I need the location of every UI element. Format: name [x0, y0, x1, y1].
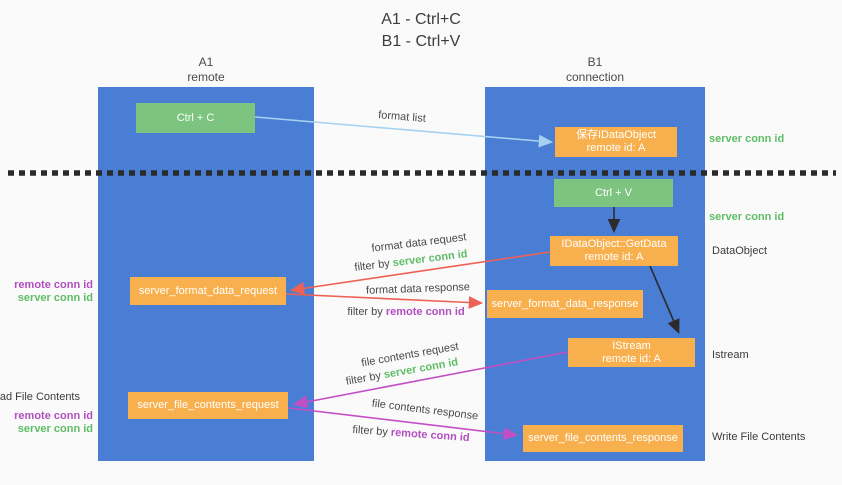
filter-by-text: filter by	[344, 369, 382, 388]
server-conn-id-right-mid: server conn id	[709, 211, 785, 223]
server-file-contents-response-label: server_file_contents_response	[528, 432, 678, 444]
getdata-line2: remote id: A	[584, 251, 644, 263]
remote-conn-id-text: remote conn id	[390, 426, 470, 445]
istream-line1: IStream	[612, 339, 651, 352]
format-data-response-label: format data response	[365, 281, 471, 297]
read-file-contents-label: Read File Contents	[0, 391, 80, 403]
istream-side-label: Istream	[712, 349, 749, 361]
remote-conn-id-text: remote conn id	[385, 306, 465, 318]
format-list-label: format list	[377, 109, 427, 125]
server-file-contents-response-box: server_file_contents_response	[523, 425, 683, 452]
remote-conn-id-left-1: remote conn id	[14, 279, 93, 291]
title-line-1: A1 - Ctrl+C	[381, 11, 461, 28]
server-format-data-response-label: server_format_data_response	[491, 297, 639, 310]
server-file-contents-request-box: server_file_contents_request	[128, 392, 288, 419]
filter-by-text: filter by	[347, 306, 383, 318]
column-header-a1: A1 remote	[98, 55, 314, 85]
column-a1-name: A1	[198, 55, 214, 69]
column-a1-role: remote	[187, 70, 225, 84]
server-format-data-request-label: server_format_data_request	[138, 284, 278, 297]
dataobject-label: DataObject	[712, 245, 768, 257]
filter-by-remote-conn-id-label-2: filter by remote conn id	[352, 424, 470, 444]
column-header-b1: B1 connection	[485, 55, 705, 85]
column-b1-name: B1	[587, 55, 603, 69]
ctrl-c-box: Ctrl + C	[136, 103, 255, 133]
ctrl-v-box: Ctrl + V	[554, 179, 673, 207]
column-b1-role: connection	[565, 70, 625, 84]
save-dataobject-line2: remote id: A	[586, 142, 646, 154]
server-format-data-response-box: server_format_data_response	[487, 290, 643, 318]
istream-box: IStream remote id: A	[568, 338, 695, 367]
write-file-contents-label: Write File Contents	[712, 431, 806, 443]
filter-by-server-conn-id-label-1: filter by server conn id	[354, 248, 468, 274]
filter-by-remote-conn-id-label-1: filter by remote conn id	[347, 306, 464, 318]
ctrl-v-label: Ctrl + V	[595, 186, 632, 199]
server-file-contents-request-label: server_file_contents_request	[137, 399, 279, 411]
istream-line2: remote id: A	[602, 352, 661, 365]
title-line-2: B1 - Ctrl+V	[381, 33, 461, 50]
save-dataobject-box: 保存IDataObject remote id: A	[555, 127, 677, 157]
ctrl-c-label: Ctrl + C	[176, 111, 215, 124]
getdata-line1: IDataObject::GetData	[561, 238, 667, 250]
server-format-data-request-box: server_format_data_request	[130, 277, 286, 305]
remote-conn-id-left-2: remote conn id	[14, 410, 93, 422]
file-contents-response-label: file contents response	[371, 397, 479, 423]
server-conn-id-text: server conn id	[392, 248, 469, 270]
server-conn-id-left-2: server conn id	[17, 423, 93, 435]
server-conn-id-right-top: server conn id	[709, 133, 785, 145]
filter-by-text: filter by	[353, 257, 391, 274]
getdata-box: IDataObject::GetData remote id: A	[550, 236, 678, 266]
server-conn-id-left-1: server conn id	[17, 292, 93, 304]
filter-by-text: filter by	[352, 423, 389, 439]
diagram-title: A1 - Ctrl+C B1 - Ctrl+V	[0, 9, 842, 53]
save-dataobject-line1: 保存IDataObject	[575, 129, 657, 141]
